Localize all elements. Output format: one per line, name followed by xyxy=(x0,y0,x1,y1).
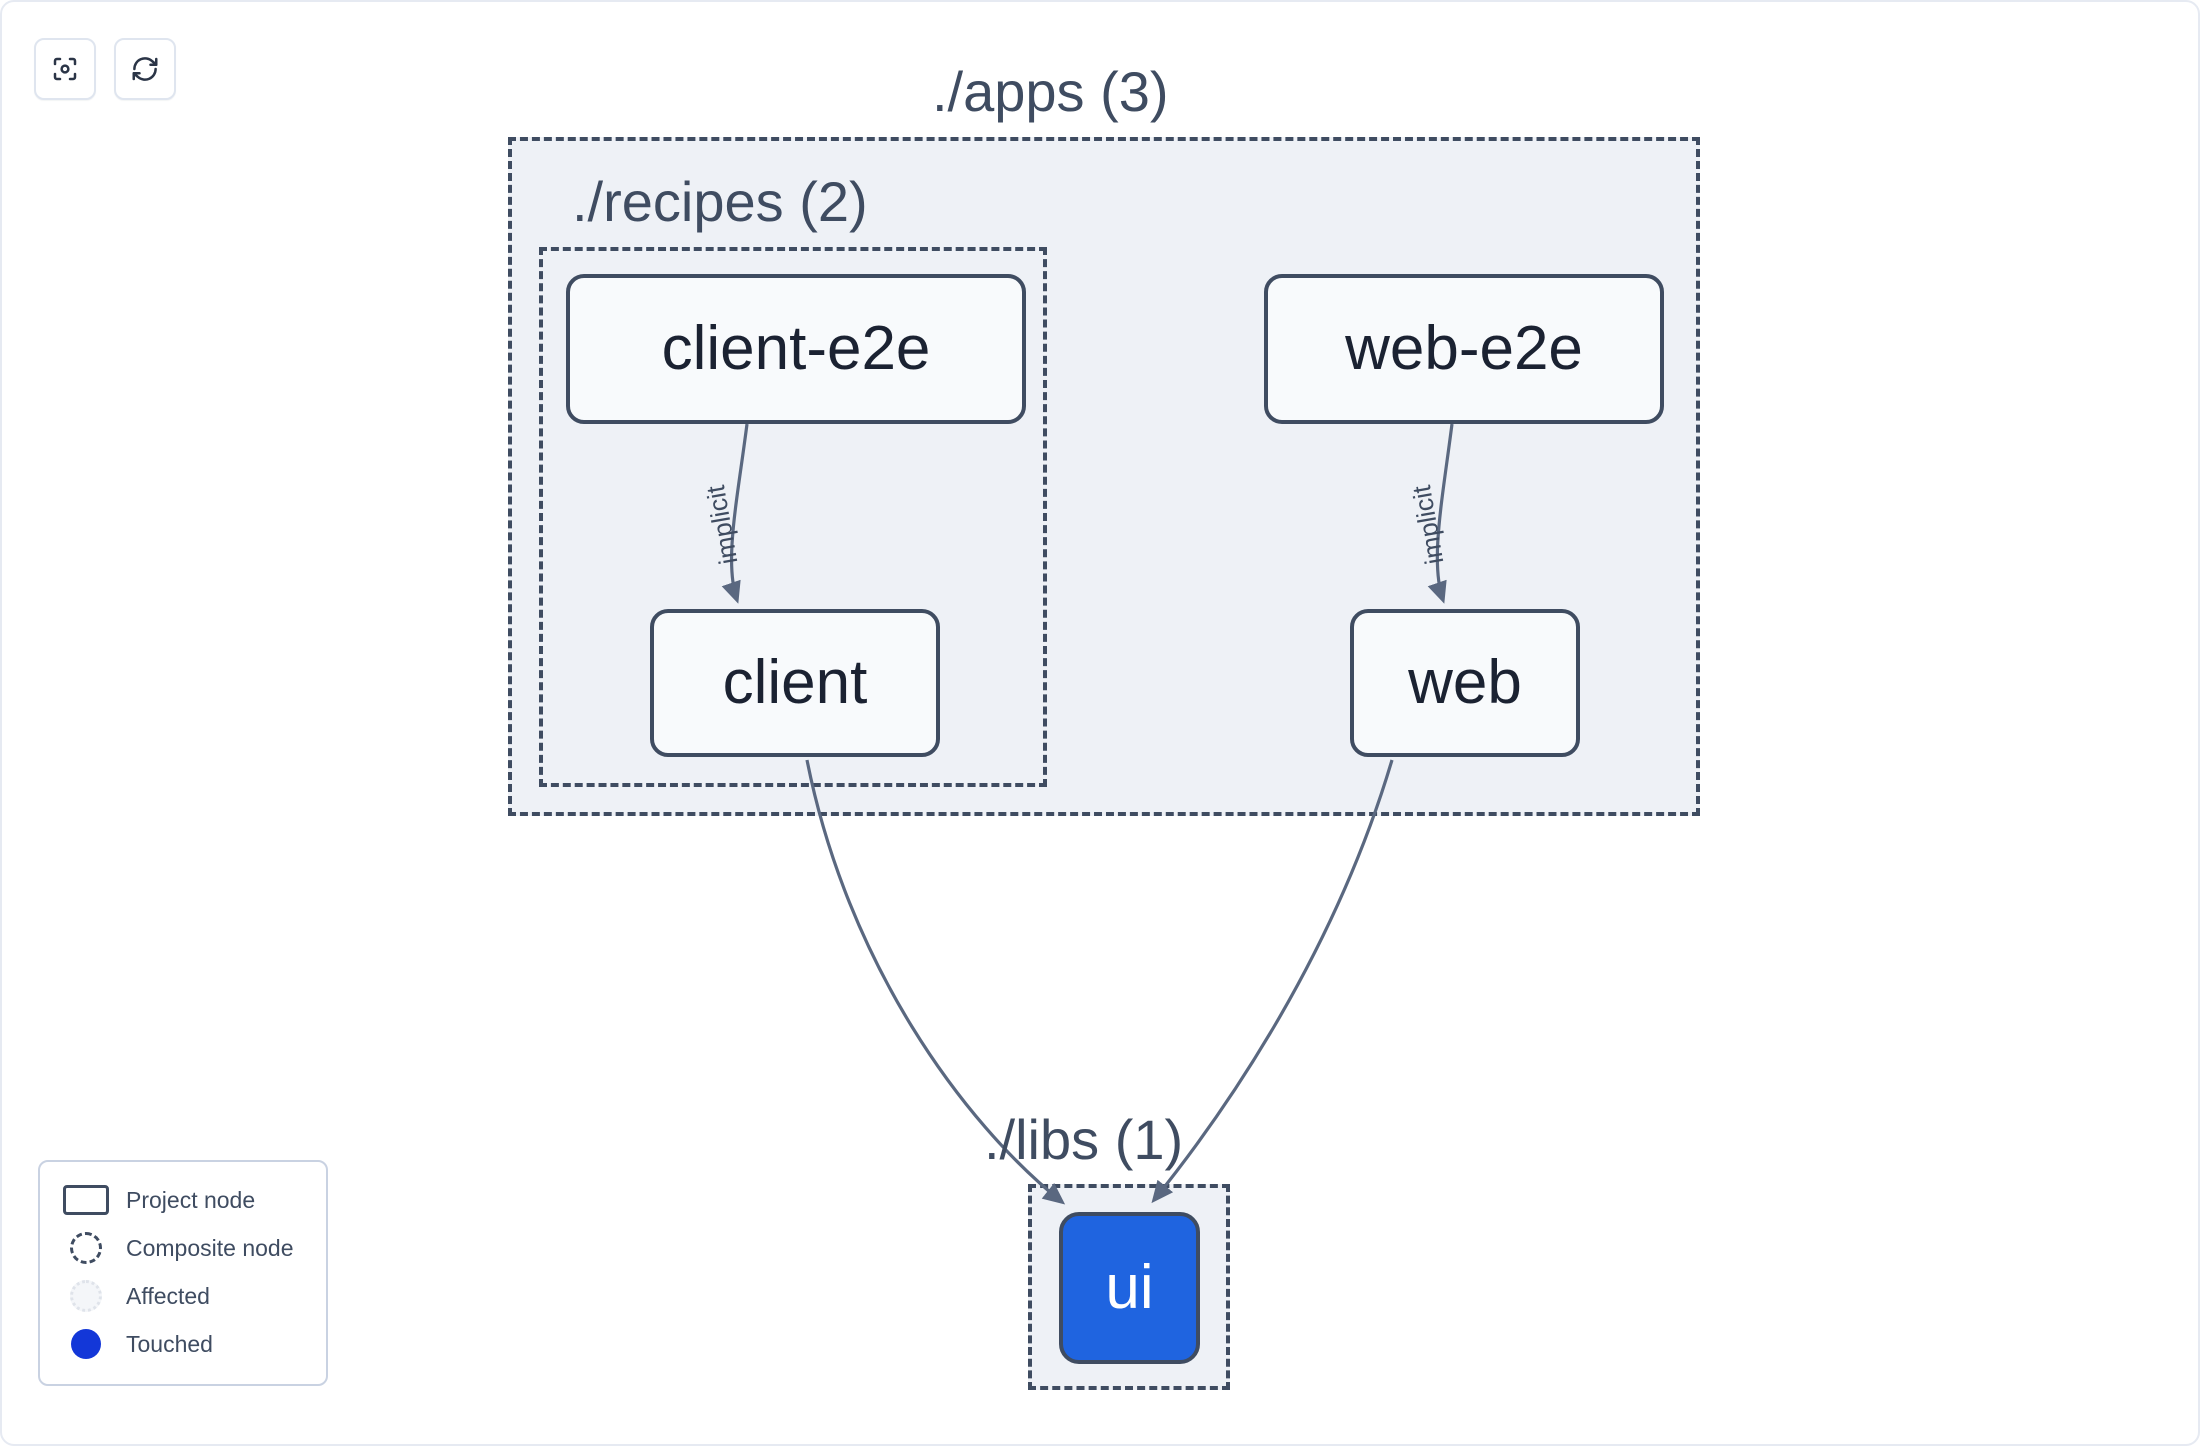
legend-item-touched: Touched xyxy=(58,1320,308,1368)
legend-item-affected: Affected xyxy=(58,1272,308,1320)
legend-label: Touched xyxy=(126,1330,213,1357)
project-node-client-e2e[interactable]: client-e2e xyxy=(566,274,1026,424)
project-node-label: client xyxy=(722,648,868,717)
project-node-label: ui xyxy=(1105,1253,1154,1322)
legend-label: Affected xyxy=(126,1282,210,1309)
project-node-ui[interactable]: ui xyxy=(1059,1212,1200,1364)
project-node-label: web xyxy=(1408,648,1522,717)
composite-label-libs: ./libs (1) xyxy=(984,1108,1184,1171)
refresh-sync-icon xyxy=(130,54,160,84)
focus-graph-button[interactable] xyxy=(34,38,96,100)
graph-toolbar xyxy=(34,38,176,100)
project-node-label: client-e2e xyxy=(661,314,931,383)
project-node-web[interactable]: web xyxy=(1350,609,1580,757)
legend-item-composite-node: Composite node xyxy=(58,1224,308,1272)
focus-target-icon xyxy=(50,54,80,84)
legend-label: Composite node xyxy=(126,1234,294,1261)
legend-label: Project node xyxy=(126,1186,256,1213)
project-node-client[interactable]: client xyxy=(650,609,940,757)
project-node-web-e2e[interactable]: web-e2e xyxy=(1264,274,1664,424)
project-node-label: web-e2e xyxy=(1345,314,1583,383)
graph-legend: Project node Composite node Affected Tou… xyxy=(38,1160,328,1386)
legend-item-project-node: Project node xyxy=(58,1176,308,1224)
refresh-graph-button[interactable] xyxy=(114,38,176,100)
project-node-swatch xyxy=(58,1185,114,1215)
composite-node-swatch xyxy=(58,1232,114,1264)
touched-swatch xyxy=(58,1329,114,1359)
affected-swatch xyxy=(58,1280,114,1312)
composite-label-recipes: ./recipes (2) xyxy=(572,170,868,233)
composite-label-apps: ./apps (3) xyxy=(932,60,1169,123)
